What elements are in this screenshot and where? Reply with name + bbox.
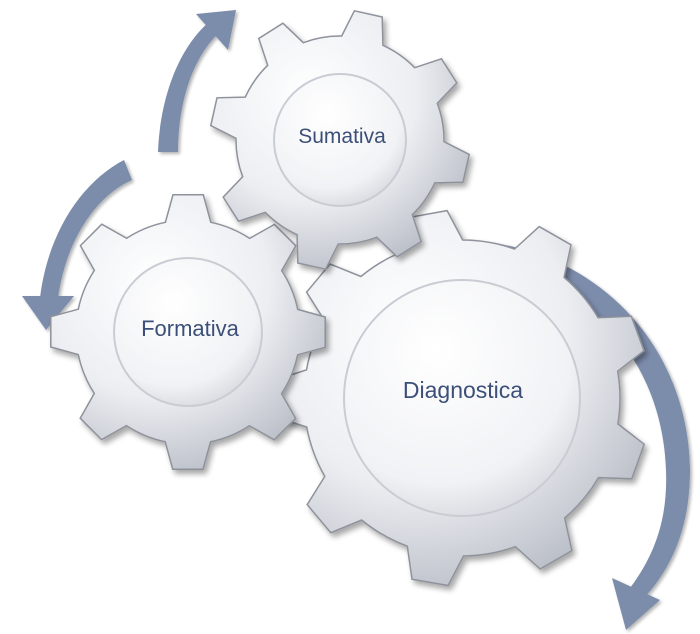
gear-formativa xyxy=(50,194,326,470)
curved-arrow-up-icon xyxy=(158,10,236,152)
gear-sumativa-hub xyxy=(273,73,407,207)
gears-layer xyxy=(50,9,646,587)
arrow-head xyxy=(22,296,74,330)
gear-label-diagnostica: Diagnostica xyxy=(403,377,523,403)
gear-diagnostica xyxy=(274,209,646,587)
gear-diagnostica-hub xyxy=(343,279,581,517)
gear-sumativa xyxy=(209,9,471,271)
gear-label-formativa: Formativa xyxy=(141,316,240,341)
curved-arrow-down-left-icon xyxy=(22,160,132,330)
arrow-shaft xyxy=(158,18,222,152)
arrow-head xyxy=(196,10,236,50)
arrow-head xyxy=(612,578,660,630)
gear-formativa-hub xyxy=(113,257,263,407)
gear-label-sumativa: Sumativa xyxy=(298,125,386,148)
arrow-shaft xyxy=(40,160,132,298)
